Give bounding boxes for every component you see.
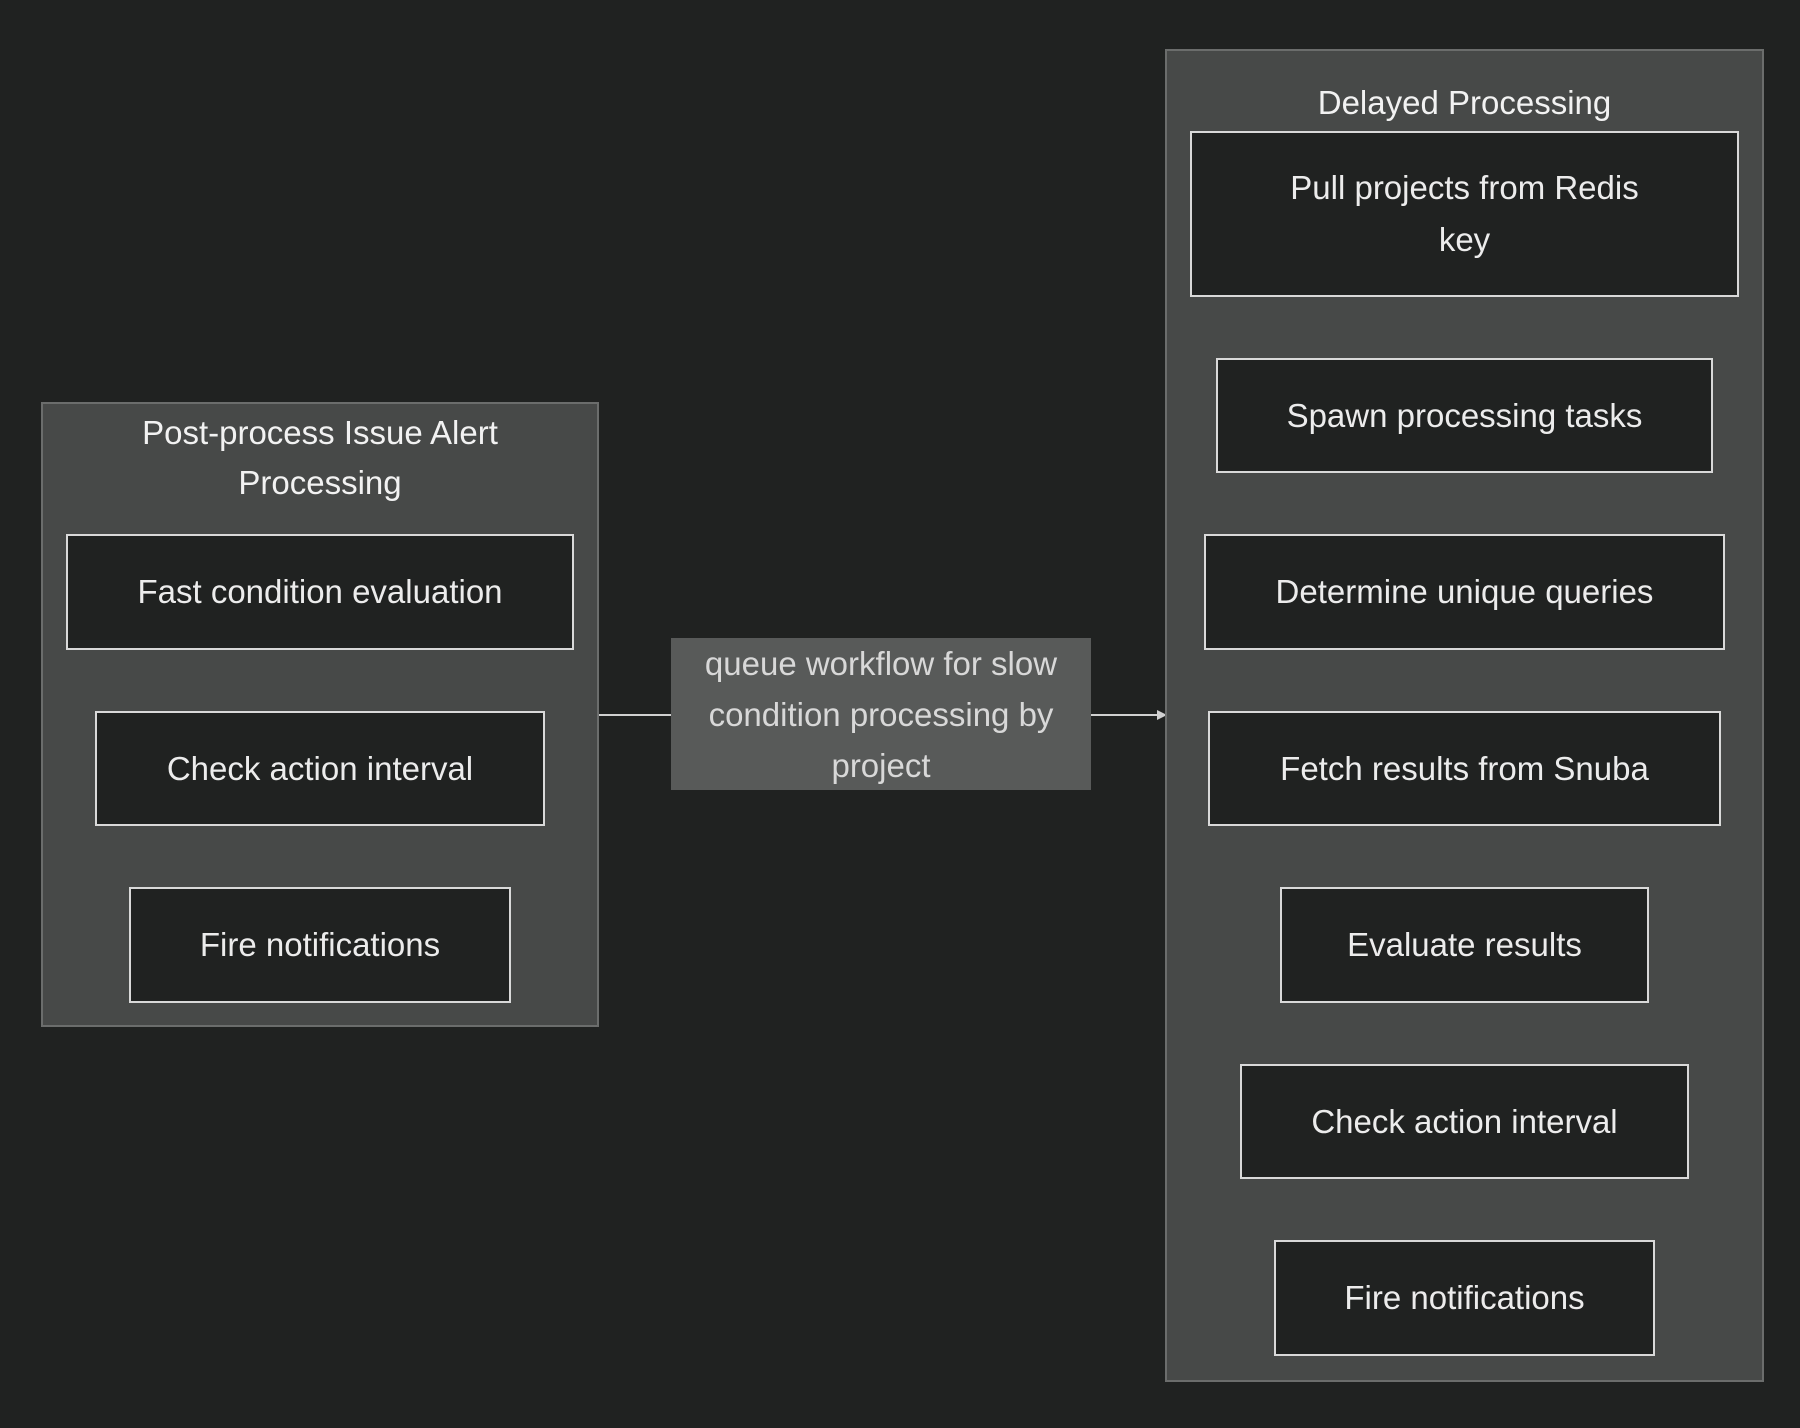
cluster-title-delayed-processing: Delayed Processing <box>1317 84 1612 121</box>
node-determine-unique-queries: Determine unique queries <box>1204 534 1725 650</box>
node-fast-condition-evaluation: Fast condition evaluation <box>66 534 574 650</box>
node-evaluate-results: Evaluate results <box>1280 887 1649 1003</box>
cluster-title-post-process: Post-process Issue Alert Processing <box>142 414 498 501</box>
node-fire-notifications-right: Fire notifications <box>1274 1240 1655 1356</box>
node-check-action-interval-right: Check action interval <box>1240 1064 1689 1179</box>
node-spawn-processing-tasks: Spawn processing tasks <box>1216 358 1713 473</box>
edge-label-queue-workflow: queue workflow for slow condition proces… <box>671 638 1091 790</box>
node-check-action-interval-left: Check action interval <box>95 711 545 826</box>
node-pull-projects: Pull projects from Redis key <box>1190 131 1739 297</box>
node-fetch-results-snuba: Fetch results from Snuba <box>1208 711 1721 826</box>
node-fire-notifications-left: Fire notifications <box>129 887 511 1003</box>
